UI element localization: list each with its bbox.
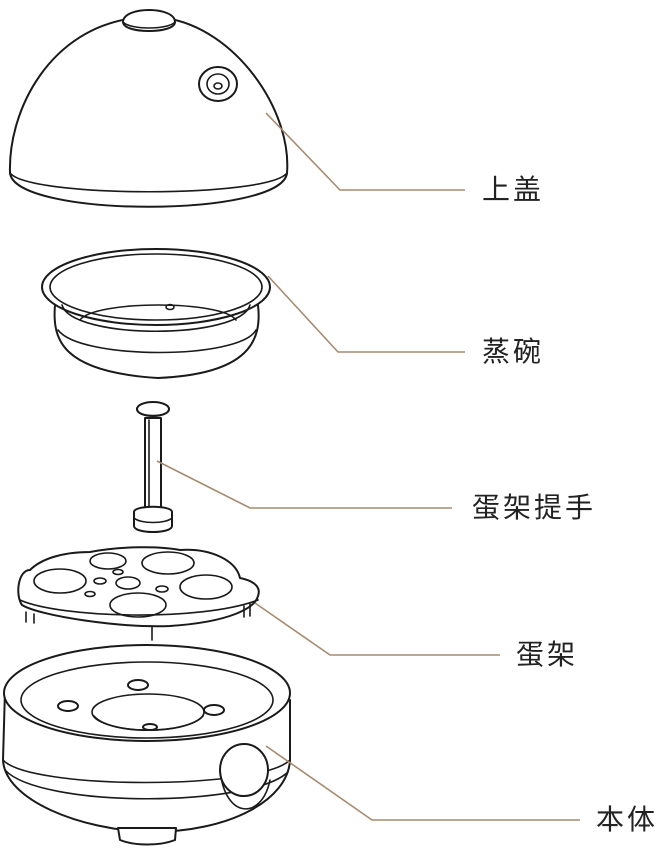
leader-line-lid bbox=[265, 112, 465, 191]
body-part bbox=[2, 644, 291, 846]
label-egg-rack-handle: 蛋架提手 bbox=[472, 491, 597, 524]
leader-line-egg-rack bbox=[254, 602, 500, 656]
label-lid: 上盖 bbox=[482, 173, 545, 206]
leader-line-body bbox=[265, 745, 580, 821]
steam-bowl-part bbox=[41, 248, 271, 379]
egg-rack-handle-part bbox=[133, 401, 173, 533]
leader-line-steam-bowl bbox=[267, 275, 465, 353]
leader-line-egg-rack-handle bbox=[156, 460, 452, 509]
label-body: 本体 bbox=[596, 803, 659, 836]
label-egg-rack: 蛋架 bbox=[516, 638, 579, 671]
lid-part bbox=[8, 9, 289, 208]
label-steam-bowl: 蒸碗 bbox=[482, 335, 545, 368]
leader-lines bbox=[156, 112, 580, 821]
egg-rack-part bbox=[17, 546, 260, 641]
